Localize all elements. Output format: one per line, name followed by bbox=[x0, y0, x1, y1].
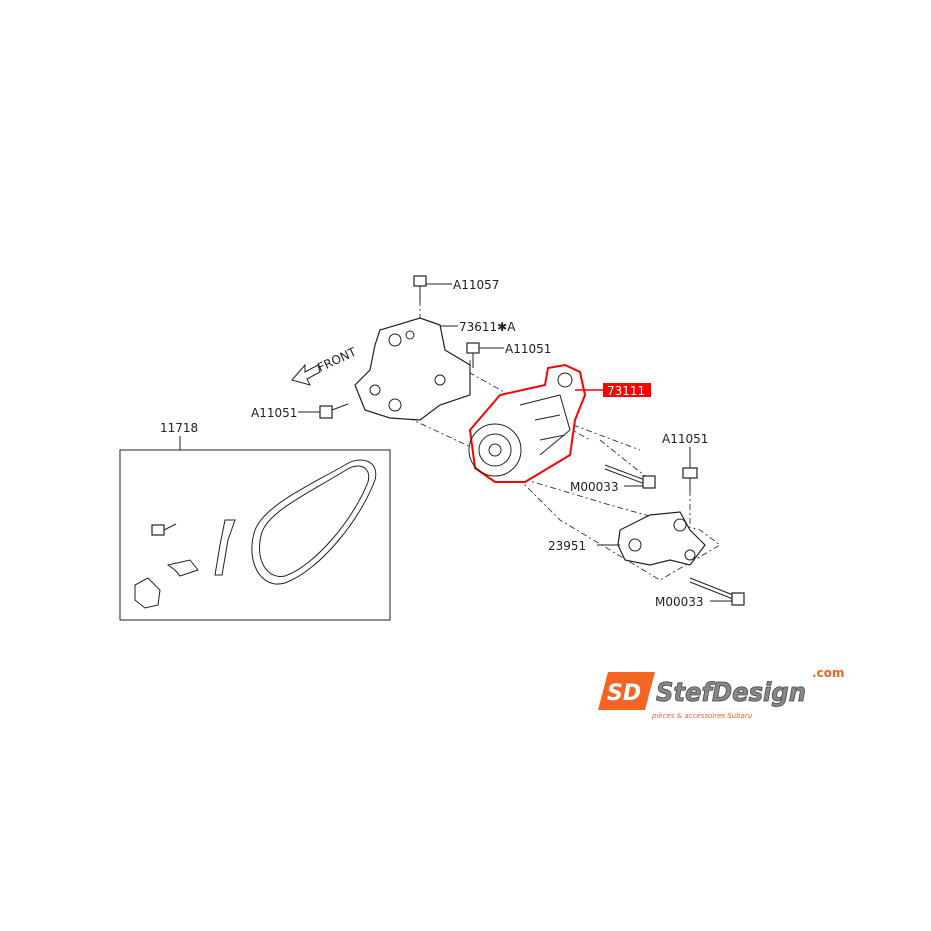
logo-brand: StefDesign bbox=[656, 678, 806, 708]
label-a11051-lower: A11051 bbox=[662, 432, 708, 446]
bolt-a11057[interactable] bbox=[413, 275, 452, 303]
front-label: FRONT bbox=[315, 344, 359, 374]
belt-kit-11718[interactable] bbox=[119, 436, 391, 621]
logo-tagline: pièces & accessoires Subaru bbox=[651, 712, 753, 720]
compressor-73111[interactable]: 73111 bbox=[468, 363, 651, 483]
stefdesign-logo: SD StefDesign .com pièces & accessoires … bbox=[598, 666, 844, 720]
label-a11051-left: A11051 bbox=[251, 406, 297, 420]
bolt-m00033-lower[interactable] bbox=[689, 577, 745, 606]
bolt-a11051-left[interactable] bbox=[298, 403, 349, 419]
label-a11051-bracket: A11051 bbox=[505, 342, 551, 356]
label-a11057: A11057 bbox=[453, 278, 499, 292]
logo-tld: .com bbox=[812, 666, 844, 680]
upper-bracket[interactable] bbox=[354, 317, 471, 421]
bolt-a11051-lower-right[interactable] bbox=[682, 447, 698, 492]
label-m00033-lower: M00033 bbox=[655, 595, 704, 609]
label-73611a: 73611✱A bbox=[459, 320, 516, 334]
front-arrow-icon: FRONT bbox=[291, 344, 359, 386]
lower-bracket[interactable] bbox=[597, 511, 706, 566]
bolt-a11051-right[interactable] bbox=[466, 342, 504, 368]
label-m00033-upper: M00033 bbox=[570, 480, 619, 494]
label-23951: 23951 bbox=[548, 539, 586, 553]
bolt-m00033-upper[interactable] bbox=[604, 464, 656, 489]
compressor-label: 73111 bbox=[607, 384, 645, 398]
label-11718: 11718 bbox=[160, 421, 198, 435]
logo-monogram: SD bbox=[607, 681, 641, 706]
